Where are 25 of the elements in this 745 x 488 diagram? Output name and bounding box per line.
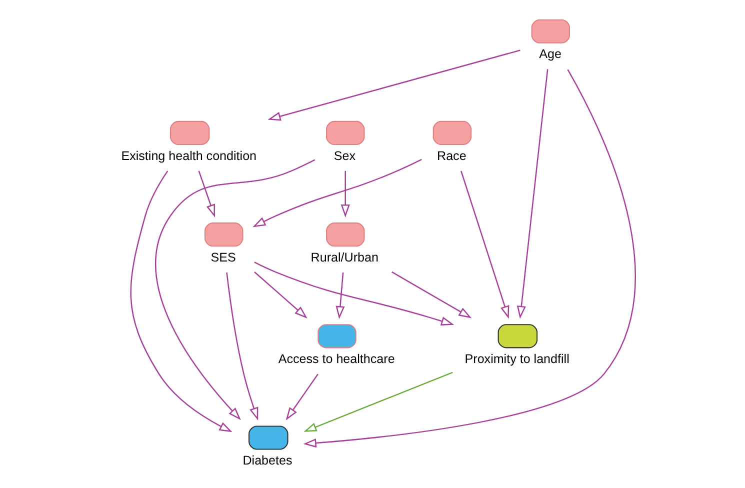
arrow [336, 272, 345, 320]
arrow [340, 170, 350, 218]
node-label: Age [539, 47, 562, 62]
node-label: Proximity to landfill [464, 352, 570, 366]
arrow [460, 170, 510, 319]
arrow [130, 170, 232, 432]
node-label: SES [210, 250, 236, 264]
node-label: Rural/Urban [310, 250, 378, 264]
node-label: Diabetes [242, 454, 292, 468]
arrow [226, 272, 258, 420]
node-label: Access to healthcare [278, 352, 395, 366]
arrow [304, 372, 453, 432]
arrow [252, 158, 422, 228]
node-label: Sex [334, 148, 356, 163]
arrow [254, 272, 308, 318]
arrow [303, 69, 636, 448]
node-label: Race [437, 148, 466, 163]
arrow [392, 271, 472, 318]
arrow [155, 159, 316, 420]
arrow [516, 69, 548, 319]
arrow [254, 262, 454, 326]
arrow [268, 50, 520, 121]
arrow [286, 374, 318, 420]
node-label: Existing health condition [121, 148, 257, 163]
arrow [198, 170, 216, 218]
